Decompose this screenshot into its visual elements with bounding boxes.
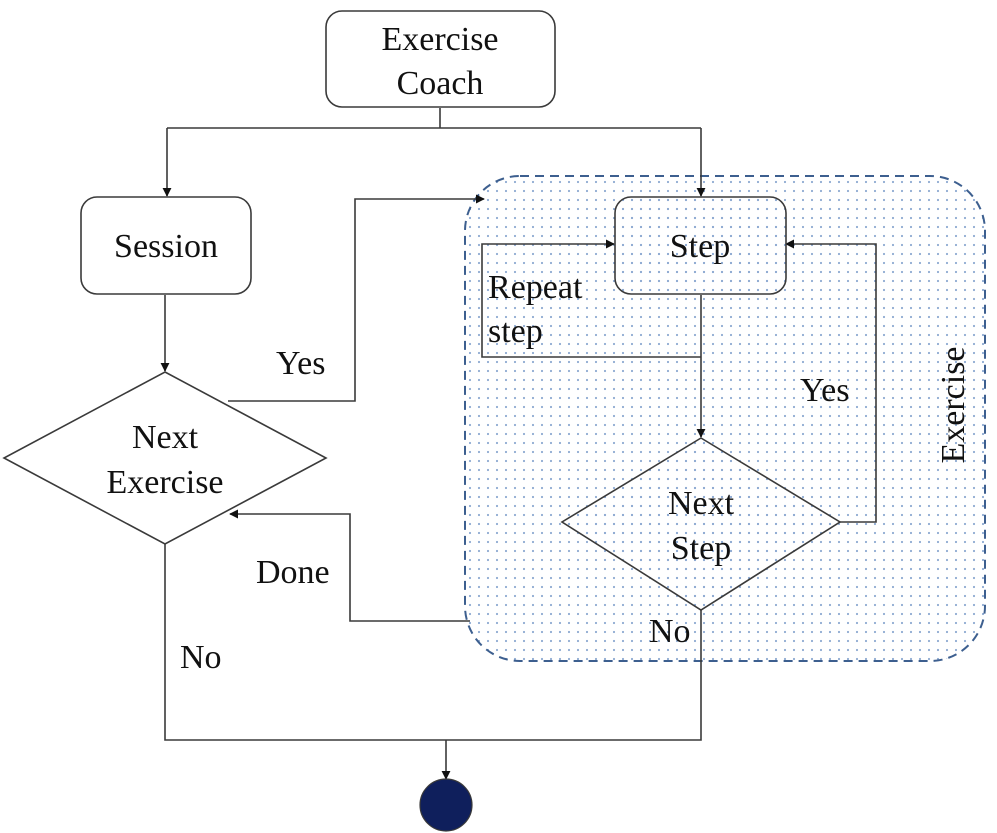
edge-label-yes-next-step: Yes (800, 372, 849, 409)
next-step-node: Next Step (560, 437, 842, 611)
exercise-coach-label-line1: Exercise (381, 21, 498, 58)
arrow-repeat-step (481, 239, 701, 358)
edge-label-repeat-step-line2: step (488, 313, 543, 350)
end-node (419, 778, 473, 832)
next-exercise-node: Next Exercise (2, 371, 328, 545)
next-step-label-line1: Next (668, 485, 735, 522)
edge-label-no-to-end: No (180, 639, 222, 676)
line-no-to-end (164, 544, 702, 741)
next-exercise-label-line1: Next (132, 419, 199, 456)
edge-label-done: Done (256, 554, 330, 591)
session-label: Session (114, 228, 218, 265)
next-exercise-label-line2: Exercise (106, 464, 223, 501)
coach-split-line (167, 108, 701, 129)
next-step-label-line2: Step (671, 530, 731, 567)
exercise-region-label: Exercise (935, 346, 972, 463)
edge-label-yes-to-exercise: Yes (276, 345, 325, 382)
step-node: Step (614, 196, 787, 295)
step-label: Step (670, 228, 730, 265)
session-node: Session (80, 196, 252, 295)
edge-label-repeat-step-line1: Repeat (488, 269, 583, 306)
edge-label-no-exit-exercise: No (649, 613, 691, 650)
arrow-done-to-next-exercise (229, 509, 470, 622)
arrow-yes-to-step (785, 239, 877, 523)
exercise-coach-node: Exercise Coach (325, 10, 556, 108)
exercise-coach-label-line2: Coach (397, 65, 484, 102)
arrow-yes-to-exercise (228, 194, 485, 402)
